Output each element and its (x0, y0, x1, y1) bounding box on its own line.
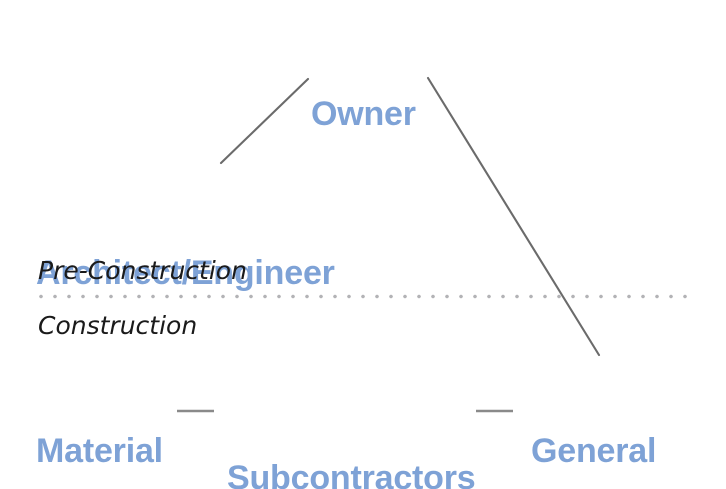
node-material-vendors-line-1: Material (36, 432, 163, 471)
node-subcontractors-line-1: Subcontractors (227, 459, 476, 489)
node-architect-engineer-line-1: Architect/Engineer (36, 254, 335, 293)
node-subcontractors: Subcontractors (227, 392, 476, 489)
phase-divider-dotted-line (34, 294, 692, 299)
phase-label-pre-construction: Pre-Construction (38, 256, 247, 285)
node-owner: Owner (311, 28, 416, 201)
node-general-contractor: General Contractor (531, 365, 703, 489)
connector-owner-to-architect-engineer (219, 77, 310, 165)
connector-owner-to-general-contractor (426, 76, 601, 357)
node-architect-engineer: Architect/Engineer (36, 187, 335, 360)
node-general-contractor-line-1: General (531, 432, 657, 471)
node-owner-line-1: Owner (311, 95, 416, 134)
node-material-vendors: Material Vendors (36, 365, 169, 489)
phase-label-construction: Construction (38, 311, 198, 340)
